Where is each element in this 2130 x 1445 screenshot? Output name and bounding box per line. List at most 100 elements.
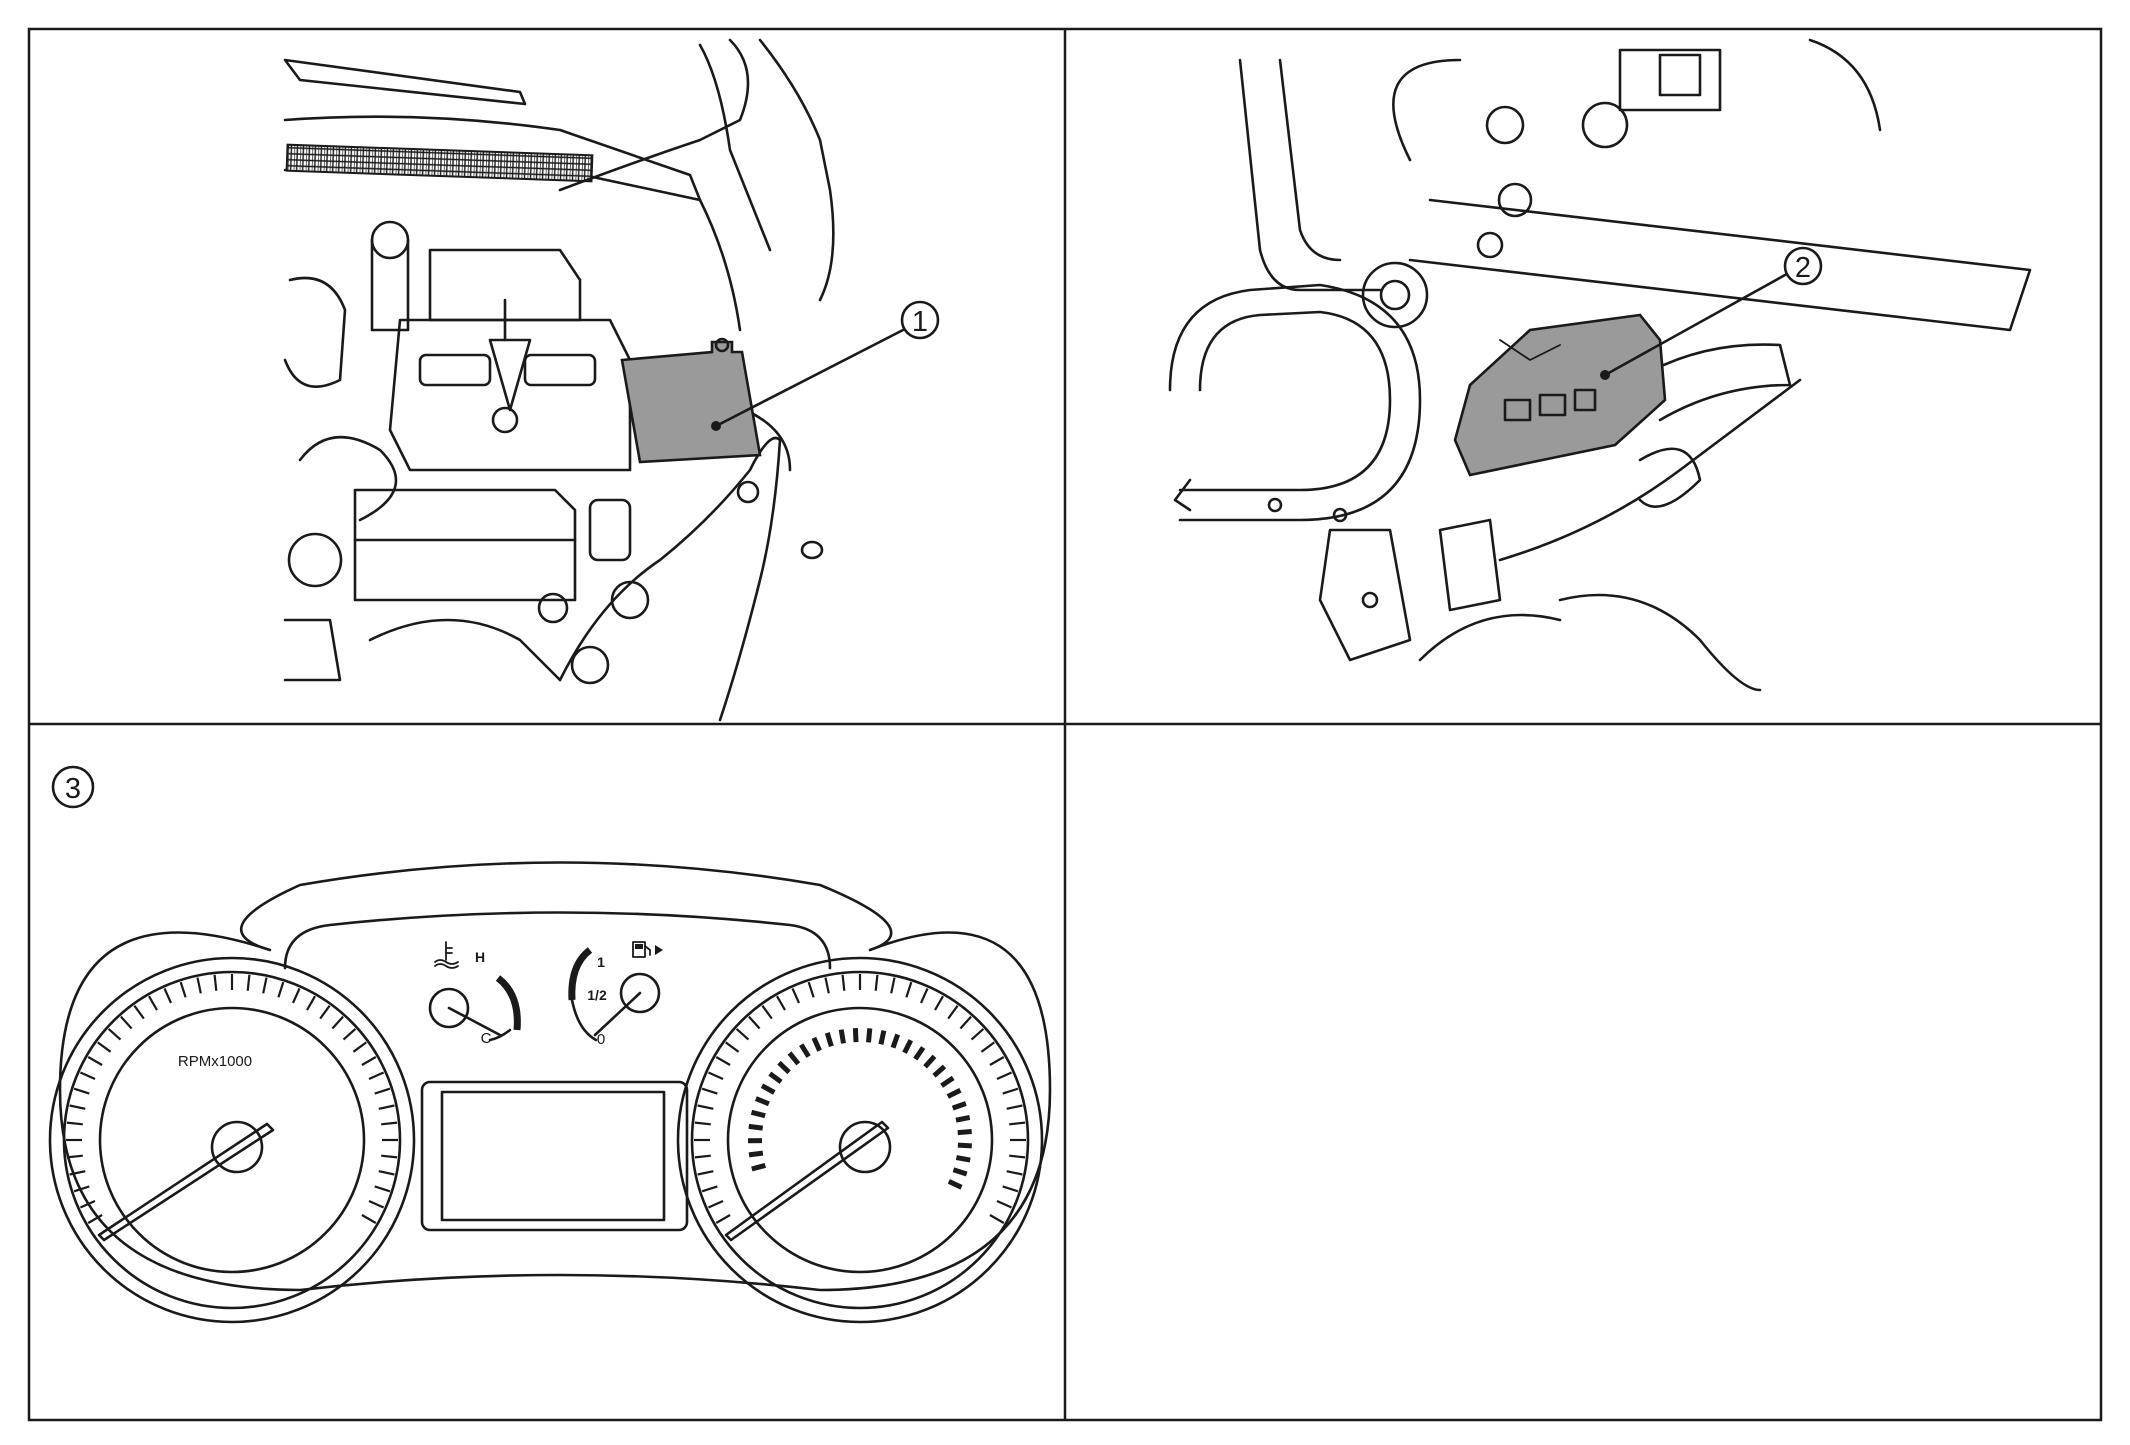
tach-tick-11 xyxy=(97,1041,112,1053)
tach-tick-37 xyxy=(378,1170,395,1176)
speedometer-face xyxy=(726,1006,994,1274)
strut-edge xyxy=(698,198,742,332)
coolant-temperature-icon xyxy=(434,941,459,969)
tach-tick-9 xyxy=(79,1071,96,1081)
control-unit-highlight xyxy=(620,340,762,464)
hose-loop-large xyxy=(1168,283,1422,522)
control-unit-mount-hole xyxy=(714,337,730,353)
speed-dash-14 xyxy=(852,1027,859,1043)
temperature-gauge: H C xyxy=(428,941,521,1047)
battery-terminal-right xyxy=(523,353,597,387)
speed-tick-37 xyxy=(1006,1170,1023,1176)
speed-dash-20 xyxy=(923,1054,937,1069)
speed-tick-18 xyxy=(824,977,830,994)
speedometer-hub xyxy=(838,1120,892,1174)
column-cover xyxy=(1808,38,1882,132)
speed-tick-3 xyxy=(697,1170,714,1176)
speed-tick-1 xyxy=(707,1199,724,1209)
center-display-screen xyxy=(440,1090,666,1222)
combination-meter-view: 3 RPMx1000 H C xyxy=(48,765,1052,1324)
speed-dash-22 xyxy=(940,1075,955,1088)
cluster-housing-outer xyxy=(58,861,1052,1292)
speed-dash-1 xyxy=(748,1150,764,1158)
callout-1-circle xyxy=(900,300,940,340)
speed-tick-23 xyxy=(905,981,913,998)
speed-dash-25 xyxy=(955,1114,971,1123)
cluster-hood-inner xyxy=(283,911,832,970)
tach-tick-29 xyxy=(352,1041,367,1053)
tach-tick-17 xyxy=(179,981,187,998)
callout-2-circle xyxy=(1783,246,1823,286)
speed-tick-26 xyxy=(947,1005,959,1020)
hood-hinge xyxy=(558,38,750,192)
lower-connector-2 xyxy=(1438,518,1502,612)
tach-tick-12 xyxy=(107,1028,122,1041)
tach-tick-25 xyxy=(306,995,316,1011)
fuel-half-label: 1/2 xyxy=(587,987,607,1003)
tach-tick-7 xyxy=(69,1104,86,1110)
speed-tick-7 xyxy=(697,1104,714,1110)
tach-tick-1 xyxy=(79,1199,96,1209)
tach-tick-38 xyxy=(374,1185,391,1193)
harness-diagonal xyxy=(1498,378,1802,562)
callout-3-circle xyxy=(51,765,95,809)
speed-dash-24 xyxy=(951,1101,967,1111)
speed-tick-22 xyxy=(890,977,896,994)
speed-dash-30 xyxy=(947,1179,963,1190)
speed-tick-19 xyxy=(841,974,846,991)
speed-tick-25 xyxy=(934,995,944,1011)
speed-dash-17 xyxy=(890,1033,901,1049)
bracket-lower-left xyxy=(283,618,342,682)
speed-dash-7 xyxy=(768,1071,783,1084)
grommet-inner xyxy=(1379,279,1411,311)
module-connector-2 xyxy=(1538,393,1567,417)
temp-hot-label: H xyxy=(475,949,485,965)
hood-support xyxy=(698,43,772,252)
module-connector-1 xyxy=(1503,398,1532,422)
panel-grid xyxy=(27,27,2103,1422)
nut-1 xyxy=(1485,105,1525,145)
cowl-grille xyxy=(285,143,594,183)
tachometer-bezel-inner xyxy=(62,970,402,1310)
callout-3-label: 3 xyxy=(65,773,81,805)
speed-dash-15 xyxy=(866,1028,873,1043)
grommet-outer xyxy=(1361,261,1429,329)
loop-bolt-2 xyxy=(1332,507,1348,523)
terminal-nut xyxy=(491,406,519,434)
speedometer-bezel-outer xyxy=(676,956,1044,1324)
speed-dash-9 xyxy=(787,1051,801,1066)
speed-tick-39 xyxy=(996,1199,1013,1209)
strut-bolt-2 xyxy=(610,580,650,620)
tachometer-label: RPMx1000 xyxy=(178,1053,252,1070)
speed-tick-4 xyxy=(694,1154,711,1159)
speed-tick-27 xyxy=(959,1015,972,1030)
speed-tick-6 xyxy=(694,1121,711,1126)
callout-2-label: 2 xyxy=(1795,252,1811,284)
tach-tick-26 xyxy=(319,1005,331,1020)
tach-tick-32 xyxy=(374,1087,391,1095)
speed-tick-36 xyxy=(1009,1154,1026,1159)
upper-hose xyxy=(1392,58,1462,162)
speed-tick-28 xyxy=(970,1028,985,1041)
fuel-gauge-needle xyxy=(593,991,642,1037)
speed-dash-11 xyxy=(811,1036,822,1052)
leader-line-1 xyxy=(714,328,905,428)
speed-dash-26 xyxy=(957,1129,972,1136)
tach-tick-21 xyxy=(246,974,251,991)
speed-tick-12 xyxy=(735,1028,750,1041)
speed-tick-14 xyxy=(761,1005,773,1020)
nut-4 xyxy=(1476,231,1504,259)
tach-tick-36 xyxy=(381,1154,398,1159)
speed-tick-0 xyxy=(715,1214,731,1224)
speedometer-needle xyxy=(724,1120,890,1242)
fuel-arc-lower xyxy=(570,998,598,1042)
reservoir-cap xyxy=(370,220,410,260)
battery-hold-down xyxy=(488,338,532,412)
speed-tick-16 xyxy=(791,987,801,1004)
tach-tick-28 xyxy=(342,1028,357,1041)
speed-tick-10 xyxy=(715,1056,731,1066)
speed-dash-3 xyxy=(748,1123,764,1131)
speed-dash-10 xyxy=(799,1043,811,1058)
strut-bolt-3 xyxy=(537,592,569,624)
